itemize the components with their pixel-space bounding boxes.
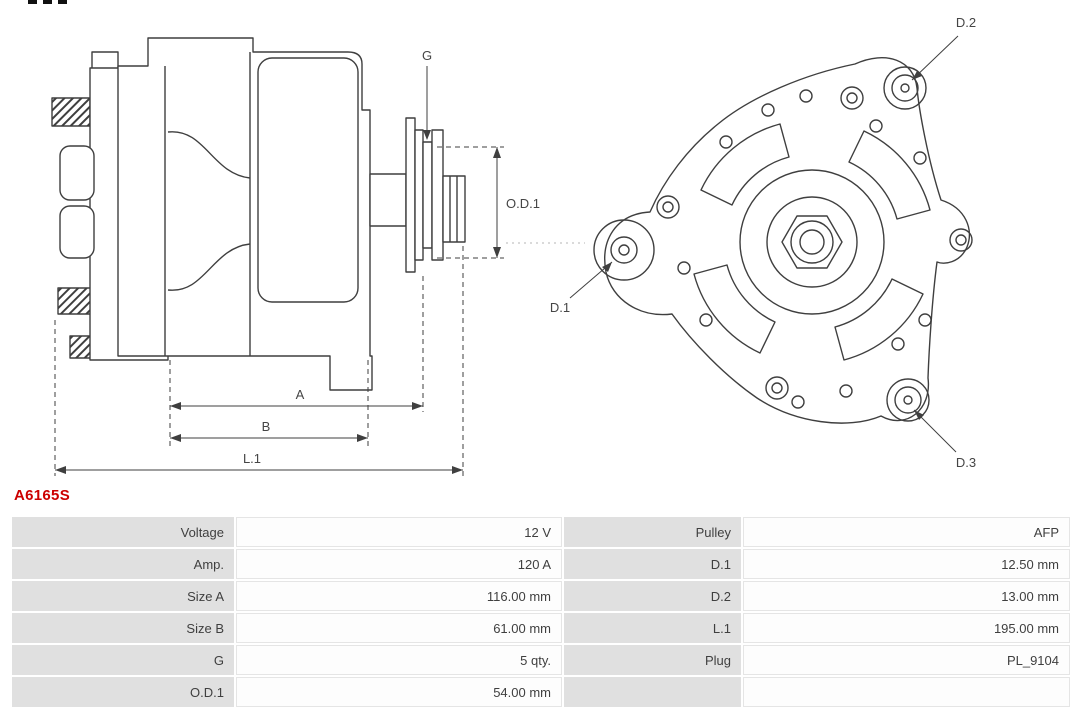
spec-row: O.D.1 54.00 mm [12, 677, 1070, 707]
dim-label-g: G [422, 48, 432, 63]
spec-value-size-a: 116.00 mm [236, 581, 562, 611]
spec-value-voltage: 12 V [236, 517, 562, 547]
spec-label-g: G [12, 645, 234, 675]
spec-value-pulley: AFP [743, 517, 1070, 547]
spec-label-plug: Plug [564, 645, 741, 675]
dim-label-d3: D.3 [956, 455, 976, 470]
spec-value-l1: 195.00 mm [743, 613, 1070, 643]
spec-label-d1: D.1 [564, 549, 741, 579]
spec-value-empty [743, 677, 1070, 707]
spec-row: Amp. 120 A D.1 12.50 mm [12, 549, 1070, 579]
spec-row: Size B 61.00 mm L.1 195.00 mm [12, 613, 1070, 643]
spec-label-size-b: Size B [12, 613, 234, 643]
side-view-drawing [51, 37, 466, 391]
spec-row: G 5 qty. Plug PL_9104 [12, 645, 1070, 675]
spec-value-size-b: 61.00 mm [236, 613, 562, 643]
stud-hatched [51, 97, 91, 127]
spec-label-empty [564, 677, 741, 707]
dim-label-d2: D.2 [956, 15, 976, 30]
spec-label-amp: Amp. [12, 549, 234, 579]
dim-label-d1: D.1 [550, 300, 570, 315]
front-view-arrowheads [602, 71, 924, 420]
spec-label-od1: O.D.1 [12, 677, 234, 707]
stud-hatched [57, 287, 95, 315]
spec-value-amp: 120 A [236, 549, 562, 579]
side-view-dimensions [54, 66, 585, 476]
spec-value-plug: PL_9104 [743, 645, 1070, 675]
spec-value-g: 5 qty. [236, 645, 562, 675]
spec-value-d2: 13.00 mm [743, 581, 1070, 611]
front-view-drawing [593, 57, 973, 424]
spec-label-size-a: Size A [12, 581, 234, 611]
spec-label-l1: L.1 [564, 613, 741, 643]
top-edge-artifact [28, 0, 72, 4]
side-view-arrowheads [55, 130, 501, 474]
alternator-housing [604, 57, 971, 424]
spec-value-od1: 54.00 mm [236, 677, 562, 707]
alternator-body [117, 37, 373, 391]
dim-label-l1: L.1 [243, 451, 261, 466]
spec-value-d1: 12.50 mm [743, 549, 1070, 579]
spec-row: Size A 116.00 mm D.2 13.00 mm [12, 581, 1070, 611]
dim-label-b: B [262, 419, 271, 434]
dim-label-a: A [296, 387, 305, 402]
spec-label-pulley: Pulley [564, 517, 741, 547]
dim-label-od1: O.D.1 [506, 196, 540, 211]
spec-label-voltage: Voltage [12, 517, 234, 547]
spec-label-d2: D.2 [564, 581, 741, 611]
spec-row: Voltage 12 V Pulley AFP [12, 517, 1070, 547]
product-technical-drawing: G O.D.1 A B L.1 [51, 15, 976, 476]
part-number: A6165S [14, 487, 71, 504]
spec-table: Voltage 12 V Pulley AFP Amp. 120 A D.1 1… [10, 515, 1072, 709]
